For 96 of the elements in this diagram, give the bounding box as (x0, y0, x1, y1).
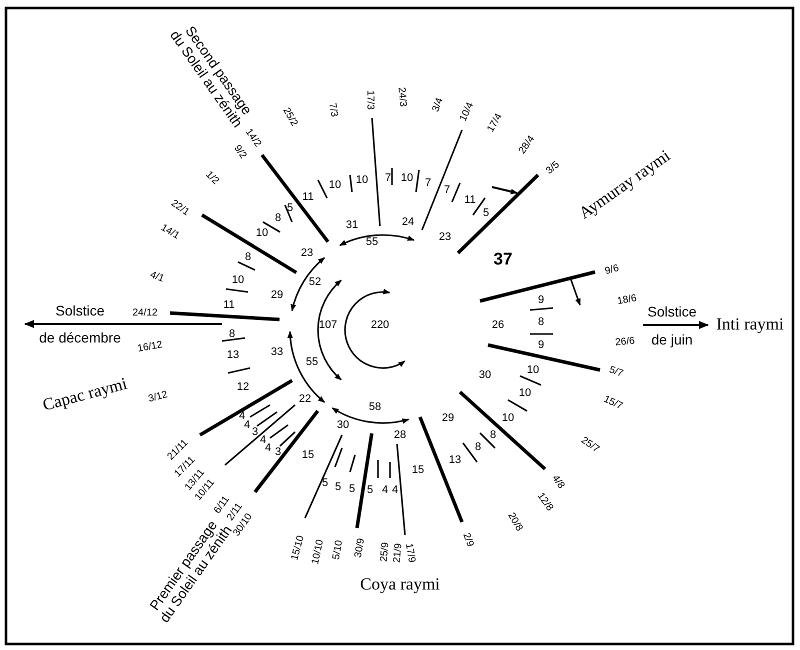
day-count: 30 (336, 418, 350, 432)
day-count: 5 (286, 202, 294, 214)
date-label: 1/2 (203, 169, 221, 187)
day-count: 8 (490, 428, 496, 442)
date-label: 25/9 (378, 542, 392, 562)
day-count: 4 (238, 410, 246, 422)
day-count: 10 (502, 412, 514, 424)
day-count: 8 (538, 316, 544, 328)
day-count: 7 (444, 184, 450, 196)
day-count: 5 (348, 482, 356, 496)
date-label: 10/10 (310, 538, 326, 566)
day-count: 52 (308, 276, 322, 288)
day-count: 4 (382, 484, 388, 496)
event-label: de décembre (39, 330, 121, 346)
date-label: 9/6 (604, 262, 620, 278)
day-count: 5 (334, 480, 342, 494)
festival-name: Inti raymi (716, 316, 784, 334)
day-count: 30 (478, 368, 492, 382)
day-count: 29 (270, 288, 284, 302)
event-label: de juin (651, 332, 693, 348)
day-count: 107 (318, 318, 338, 332)
day-count: 31 (346, 218, 358, 232)
date-label: 26/6 (614, 336, 636, 348)
date-label: 17/3 (364, 90, 376, 110)
day-count: 3 (252, 426, 258, 438)
day-count: 4 (260, 434, 266, 446)
date-label: 5/10 (330, 539, 346, 561)
date-label: 18/6 (616, 292, 638, 308)
date-label: 10/4 (458, 100, 476, 124)
date-label: 14/1 (158, 222, 182, 242)
day-count: 4 (244, 418, 250, 432)
day-count: 22 (298, 392, 312, 406)
day-count: 33 (270, 346, 284, 358)
date-label: 15/7 (602, 394, 624, 412)
day-count: 15 (302, 448, 314, 462)
day-count: 58 (368, 400, 382, 414)
day-count: 10 (356, 174, 368, 186)
event-label: Solstice (647, 304, 697, 320)
date-label: 4/8 (550, 473, 566, 491)
day-count: 10 (400, 172, 414, 184)
date-label: 30/9 (352, 537, 368, 559)
day-count: 10 (328, 178, 342, 192)
date-label: 5/7 (608, 364, 624, 380)
day-count: 55 (366, 236, 378, 248)
day-count: 7 (384, 172, 392, 184)
day-count: 13 (226, 348, 240, 362)
day-count: 11 (223, 298, 235, 312)
day-count: 23 (300, 246, 314, 260)
day-count: 28 (394, 428, 406, 442)
day-count: 23 (438, 230, 452, 244)
event-label: Solstice (55, 303, 105, 319)
day-count: 8 (474, 440, 482, 454)
day-count: 220 (370, 318, 390, 332)
day-count: 13 (448, 454, 462, 466)
date-label: 17/9 (402, 542, 418, 564)
day-count: 5 (482, 206, 490, 220)
day-count: 8 (228, 328, 236, 340)
day-count: 11 (464, 194, 476, 206)
day-count: 37 (494, 250, 512, 270)
day-count: 9 (538, 294, 544, 306)
day-count: 10 (232, 274, 244, 286)
date-label: 3/4 (430, 96, 446, 114)
date-label: 16/12 (136, 339, 164, 355)
day-count: 29 (442, 412, 454, 424)
date-label: 7/3 (326, 102, 340, 118)
festival-name: Coya raymi (360, 576, 440, 594)
date-label: 3/5 (544, 159, 562, 177)
festival-name: Capac raymi (40, 374, 130, 416)
date-label: 9/2 (232, 143, 248, 161)
day-count: 24 (402, 216, 414, 228)
day-count: 4 (392, 484, 398, 496)
date-label: 3/12 (147, 389, 169, 405)
day-count: 5 (322, 476, 328, 490)
day-count: 10 (256, 226, 268, 240)
day-count: 11 (302, 190, 314, 204)
day-count: 12 (236, 380, 250, 394)
day-count: 26 (492, 318, 504, 332)
date-label: 4/1 (148, 269, 166, 285)
day-count: 5 (366, 484, 374, 496)
day-count: 4 (264, 442, 272, 454)
day-count: 55 (306, 356, 318, 368)
date-label: 2/9 (460, 532, 476, 548)
day-count: 15 (412, 464, 424, 476)
date-label: 25/7 (578, 434, 602, 456)
day-count: 8 (274, 212, 282, 224)
date-label: 24/3 (396, 86, 408, 108)
day-count: 10 (518, 386, 532, 400)
date-label: 24/12 (132, 308, 158, 318)
day-count: 7 (424, 176, 432, 190)
day-count: 9 (538, 338, 544, 352)
day-count: 8 (244, 250, 252, 264)
date-label: 21/9 (392, 542, 404, 564)
day-count: 10 (526, 364, 540, 376)
date-label: 22/1 (168, 198, 192, 218)
date-label: 15/10 (289, 534, 307, 562)
day-count: 3 (274, 446, 282, 458)
